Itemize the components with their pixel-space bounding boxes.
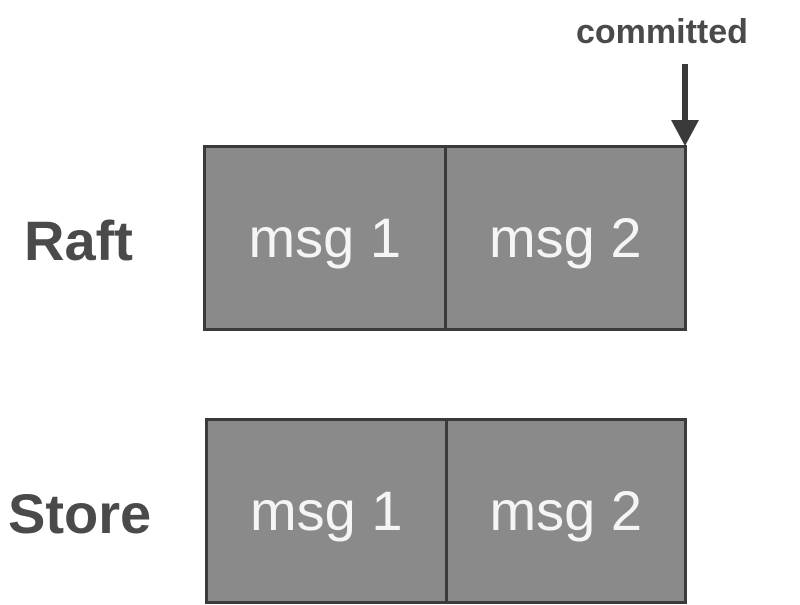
raft-entry-2: msg 2: [443, 148, 685, 328]
committed-label: committed: [576, 13, 748, 51]
row-label-store: Store: [8, 482, 152, 545]
store-entry-2: msg 2: [444, 421, 685, 601]
store-entry-1: msg 1: [250, 479, 403, 542]
store-log: msg 1 msg 2: [205, 418, 687, 604]
raft-entry-1: msg 1: [248, 206, 402, 269]
committed-arrow-icon: [671, 64, 699, 146]
raft-log: msg 1 msg 2: [203, 145, 687, 331]
row-label-raft: Raft: [24, 209, 133, 272]
